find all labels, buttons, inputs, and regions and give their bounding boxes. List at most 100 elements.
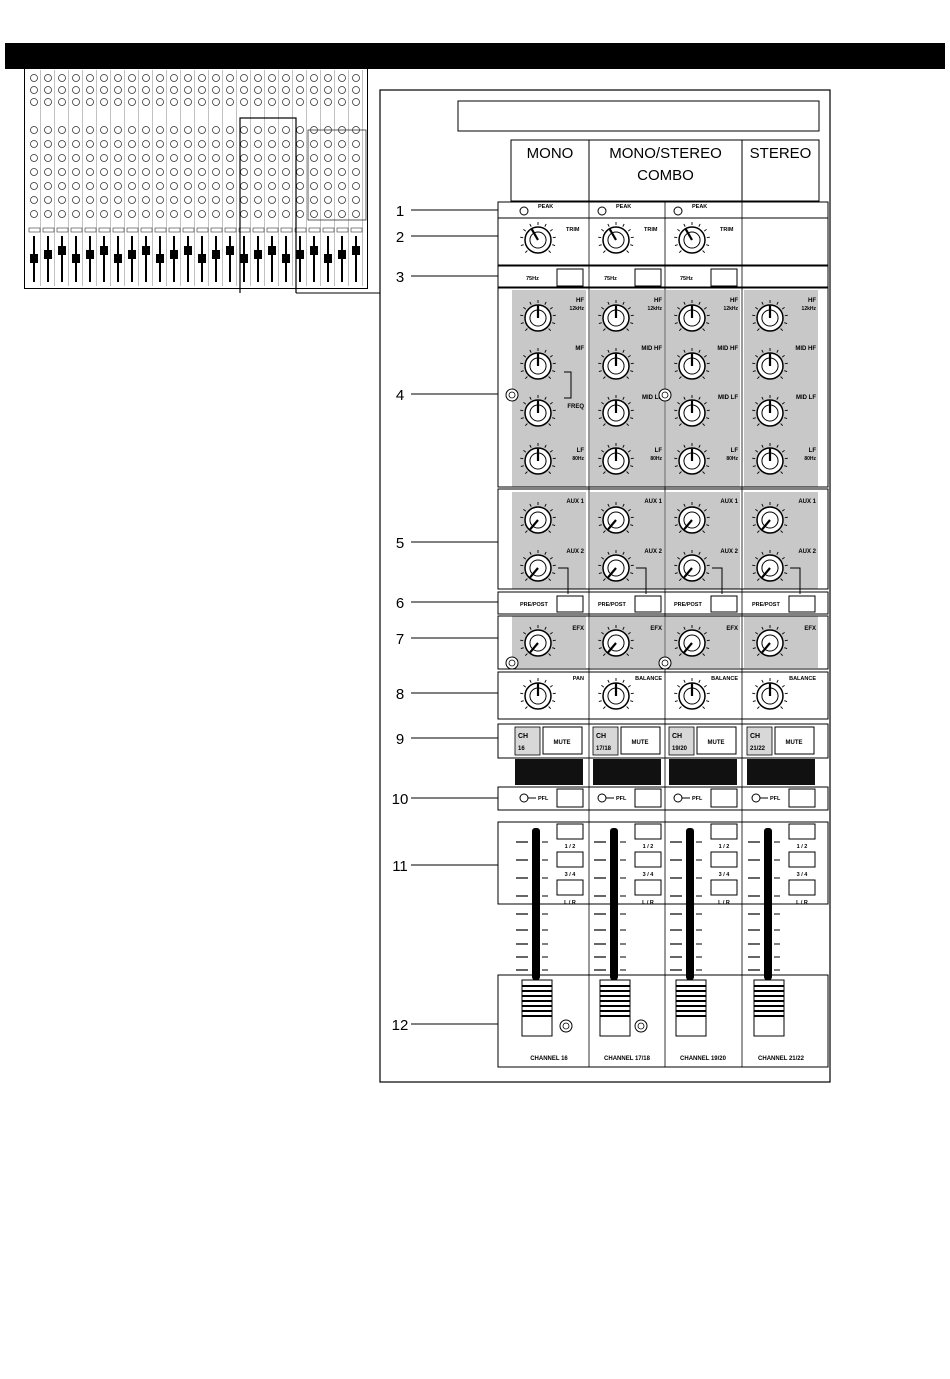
header-bar: [5, 43, 945, 69]
aux1-knob: [674, 502, 710, 534]
eq-mid-lf-label: MID LF: [718, 395, 738, 401]
ch-number-label: 17/18: [596, 746, 612, 752]
pfl-switch: [556, 788, 584, 808]
overview-channel-strip: [182, 70, 195, 286]
route-12-label: 1 / 2: [719, 844, 730, 850]
efx-knob: [598, 625, 634, 657]
pfl-label: PFL: [538, 796, 549, 802]
balance-knob: [752, 678, 788, 710]
route-lr-label: L / R: [796, 900, 808, 906]
pfl-switch: [710, 788, 738, 808]
route-12-label: 1 / 2: [643, 844, 654, 850]
screw-icon: [505, 388, 519, 402]
pfl-led: [673, 793, 683, 803]
aux1-knob: [752, 502, 788, 534]
overview-channel-strip: [84, 70, 97, 286]
pan-label: PAN: [573, 676, 584, 682]
section-outline: [497, 287, 829, 488]
trim-label: TRIM: [566, 227, 580, 233]
route-34-label: 3 / 4: [643, 872, 655, 878]
ch-label: CH: [596, 733, 606, 740]
hpf-label: 75Hz: [680, 276, 693, 282]
aux1-knob: [598, 502, 634, 534]
channel-label: CHANNEL 17/18: [604, 1056, 651, 1062]
column-header-box: [741, 139, 820, 202]
eq-mid-lf-knob: [752, 395, 788, 427]
overview-channel-strip: [154, 70, 167, 286]
route-lr-button: [634, 879, 662, 896]
eq-lf-label: LF: [809, 448, 817, 454]
hpf-label: 75Hz: [526, 276, 539, 282]
route-34-button: [710, 851, 738, 868]
fader-track: [532, 828, 540, 980]
eq-mid-hf-label: MID HF: [641, 346, 662, 352]
mute-label: MUTE: [554, 740, 571, 746]
aux2-label: AUX 2: [644, 549, 662, 555]
overview-channel-strip: [350, 70, 363, 286]
route-lr-label: L / R: [642, 900, 654, 906]
overview-channel-strip: [196, 70, 209, 286]
pre-post-switch: [788, 595, 816, 613]
level-led-display: [747, 759, 815, 785]
aux2-label: AUX 2: [798, 549, 816, 555]
overview-channel-strip: [126, 70, 139, 286]
balance-knob: [598, 678, 634, 710]
eq-lf-knob: [674, 443, 710, 475]
aux1-label: AUX 1: [644, 499, 662, 505]
efx-label: EFX: [572, 626, 584, 632]
eq-mf-bracket: [564, 371, 572, 399]
ch-label: CH: [750, 733, 760, 740]
eq-mid-lf-label: MID LF: [796, 395, 816, 401]
callout-number: 1: [396, 203, 404, 220]
mute-button: [696, 726, 737, 755]
channel-number-badge: [746, 726, 773, 756]
eq-lf-freq-label: 80Hz: [650, 456, 662, 462]
mute-label: MUTE: [708, 740, 725, 746]
mute-label: MUTE: [786, 740, 803, 746]
route-lr-label: L / R: [718, 900, 730, 906]
screw-icon: [559, 1019, 573, 1033]
section-outline: [497, 217, 829, 266]
fader-cap: [675, 979, 707, 1037]
eq-lf-label: LF: [577, 448, 585, 454]
pfl-label: PFL: [770, 796, 781, 802]
channel-label: CHANNEL 21/22: [758, 1056, 805, 1062]
route-lr-button: [710, 879, 738, 896]
eq-lf-knob: [752, 443, 788, 475]
trim-knob: [598, 222, 634, 254]
efx-label: EFX: [804, 626, 816, 632]
column-title: STEREO: [750, 145, 812, 162]
column-title: COMBO: [637, 167, 694, 184]
ch-number-label: 21/22: [750, 746, 766, 752]
level-led-display: [593, 759, 661, 785]
overview-channel-strip: [238, 70, 251, 286]
fader-track: [610, 828, 618, 980]
callout-number: 5: [396, 535, 404, 552]
pre-post-label: PRE/POST: [520, 602, 548, 608]
route-12-label: 1 / 2: [797, 844, 808, 850]
callout-number: 3: [396, 269, 404, 286]
efx-knob: [674, 625, 710, 657]
overview-channel-strip: [210, 70, 223, 286]
pfl-led: [751, 793, 761, 803]
mute-button: [542, 726, 583, 755]
eq-mid-lf-label: MID LF: [642, 395, 662, 401]
peak-led: [673, 206, 683, 216]
balance-label: BALANCE: [635, 676, 662, 682]
screw-icon: [658, 388, 672, 402]
pfl-led: [519, 793, 529, 803]
section-outline: [497, 488, 829, 590]
hpf-label: 75Hz: [604, 276, 617, 282]
pfl-switch: [788, 788, 816, 808]
route-lr-label: L / R: [564, 900, 576, 906]
route-34-label: 3 / 4: [797, 872, 809, 878]
fader-track: [764, 828, 772, 980]
eq-freq-label: FREQ: [567, 404, 584, 410]
route-34-button: [788, 851, 816, 868]
balance-label: BALANCE: [789, 676, 816, 682]
eq-lf-freq-label: 80Hz: [572, 456, 584, 462]
eq-mid-hf-label: MID HF: [717, 346, 738, 352]
pre-post-label: PRE/POST: [752, 602, 780, 608]
eq-hf-knob: [520, 300, 556, 332]
peak-label: PEAK: [692, 204, 707, 210]
